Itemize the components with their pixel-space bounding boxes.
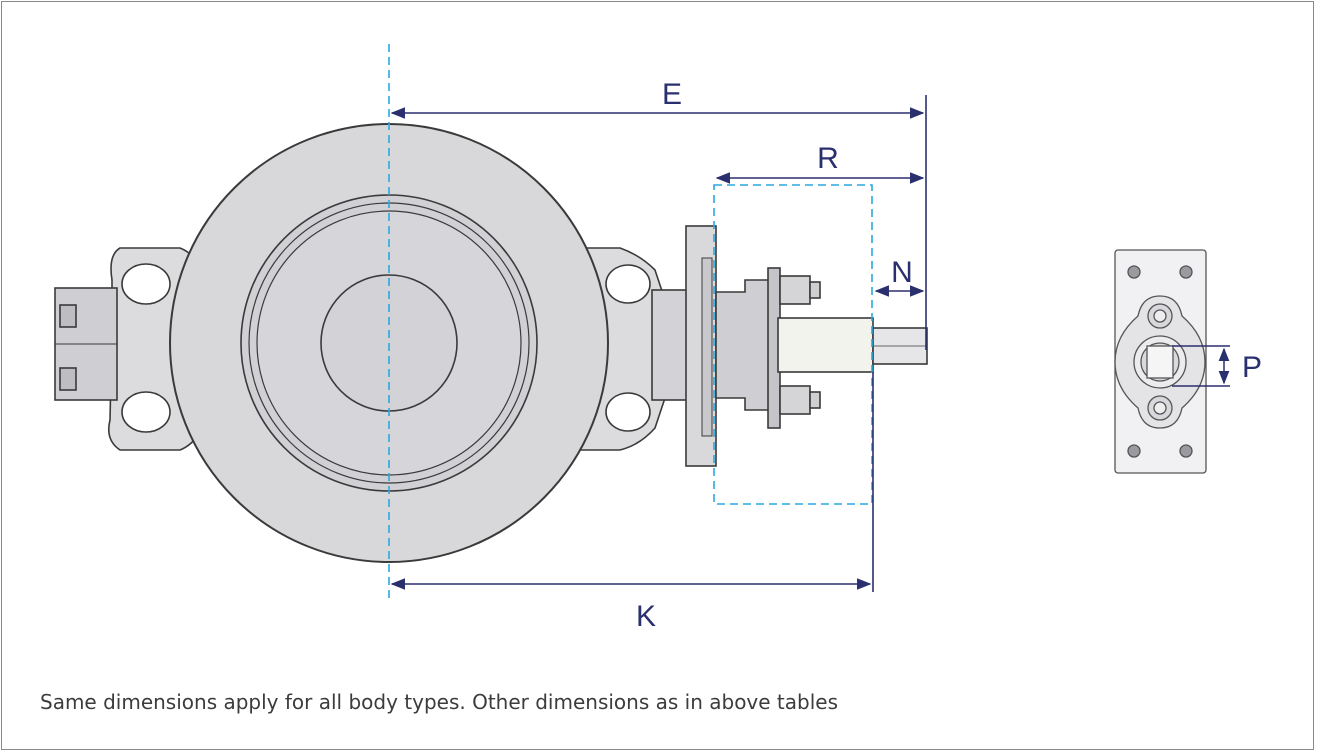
dimension-lines	[390, 95, 927, 592]
valve-body	[54, 123, 666, 563]
dimension-p-label: P	[1242, 351, 1262, 384]
dimension-r-label: R	[817, 142, 839, 175]
mounting-plate-view	[1114, 249, 1207, 474]
dimension-e-label: E	[662, 78, 682, 111]
dimension-n-label: N	[891, 256, 913, 289]
centerlines	[388, 44, 873, 602]
stem-assembly	[651, 225, 928, 467]
dimensions-note: Same dimensions apply for all body types…	[40, 690, 838, 714]
dimension-p-line	[1172, 345, 1230, 387]
dimension-k-label: K	[636, 600, 656, 633]
